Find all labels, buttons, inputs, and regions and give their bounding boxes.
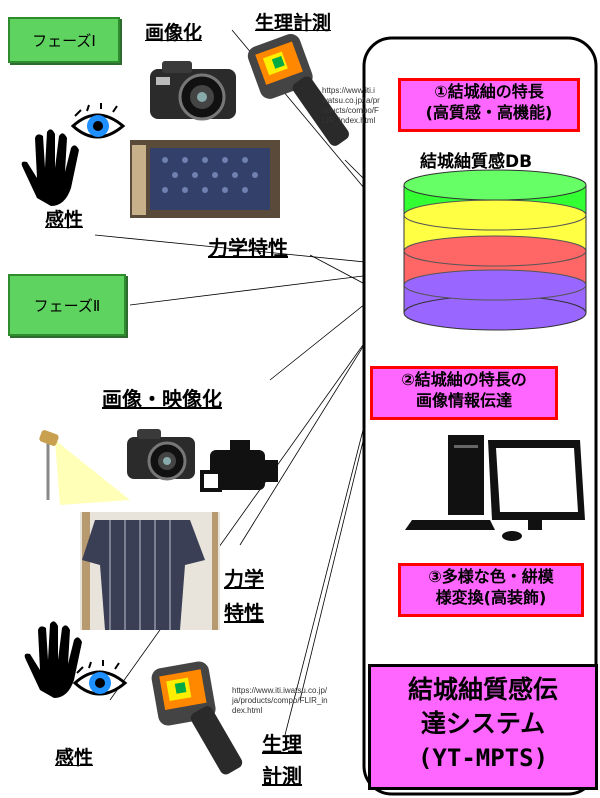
hand-icon-bottom bbox=[24, 621, 83, 698]
thermal-camera-icon-bottom bbox=[151, 661, 243, 775]
feature-3-box: ③多様な色・絣模 様変換(高装飾) bbox=[398, 563, 584, 617]
eye-icon-bottom bbox=[72, 660, 128, 696]
label-mechanical-top: 力学特性 bbox=[208, 236, 288, 260]
feature-1-box: ①結城紬の特長 (高質感・高機能) bbox=[398, 78, 580, 132]
db-title: 結城紬質感DB bbox=[420, 152, 533, 172]
camera-icon bbox=[150, 61, 236, 121]
fabric-image-top bbox=[130, 140, 280, 218]
feature-2-line-1: ②結城紬の特長の bbox=[401, 370, 527, 389]
phase-1-box: フェーズⅠ bbox=[8, 17, 120, 63]
label-mechanical-bottom-2: 特性 bbox=[224, 601, 264, 625]
lamp-icon bbox=[39, 430, 130, 505]
thermal-camera-icon bbox=[247, 34, 349, 146]
feature-2-line-2: 画像情報伝達 bbox=[415, 391, 512, 410]
video-camera-icon bbox=[200, 440, 278, 492]
label-image-video: 画像・映像化 bbox=[102, 387, 222, 411]
label-physio-bottom-1: 生理 bbox=[262, 732, 302, 756]
label-kansei-top: 感性 bbox=[45, 209, 84, 231]
hand-icon bbox=[21, 129, 80, 206]
camera-icon-bottom bbox=[127, 429, 195, 481]
label-physio-bottom-2: 計測 bbox=[262, 764, 302, 788]
url-top: https://www.iti.iwatsu.co.jp/ja/products… bbox=[322, 86, 380, 125]
phase-1-label: フェーズⅠ bbox=[32, 32, 96, 50]
system-title-line-3: (YT-MPTS) bbox=[417, 744, 549, 772]
feature-1-line-1: ①結城紬の特長 bbox=[434, 82, 544, 101]
system-title-line-1: 結城紬質感伝 bbox=[407, 675, 558, 704]
system-title-box: 結城紬質感伝 達システム (YT-MPTS) bbox=[368, 664, 598, 790]
feature-2-box: ②結城紬の特長の 画像情報伝達 bbox=[370, 366, 558, 420]
phase-2-box: フェーズⅡ bbox=[8, 274, 126, 336]
label-kansei-bottom: 感性 bbox=[55, 747, 94, 769]
label-imaging: 画像化 bbox=[145, 22, 203, 44]
computer-icon bbox=[405, 435, 585, 541]
database-cylinder bbox=[403, 169, 587, 331]
line-phase2 bbox=[129, 271, 396, 306]
line-kansei-bottom bbox=[109, 299, 396, 701]
feature-3-line-2: 様変換(高装飾) bbox=[435, 588, 547, 607]
feature-1-line-2: (高質感・高機能) bbox=[425, 103, 553, 122]
label-physio-top: 生理計測 bbox=[255, 12, 332, 34]
url-bottom: https://www.iti.iwatsu.co.jp/ja/products… bbox=[232, 686, 328, 715]
feature-3-line-1: ③多様な色・絣模 bbox=[428, 567, 554, 586]
eye-icon bbox=[70, 103, 126, 139]
label-mechanical-bottom-1: 力学 bbox=[224, 567, 264, 591]
line-kansei-top bbox=[94, 234, 396, 266]
phase-2-label: フェーズⅡ bbox=[33, 297, 101, 315]
kimono-image bbox=[80, 512, 220, 630]
system-title-line-2: 達システム bbox=[420, 709, 546, 738]
